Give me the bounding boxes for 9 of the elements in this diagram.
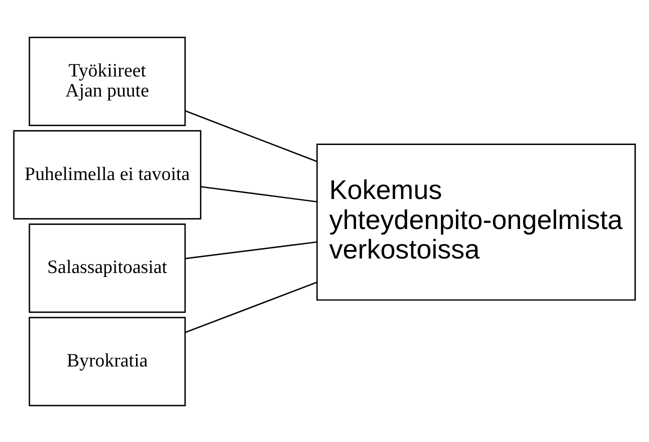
- node-box: Byrokratia: [28, 316, 186, 406]
- connector: [185, 240, 318, 259]
- connector: [185, 281, 318, 332]
- connector: [200, 186, 317, 202]
- node-box: Työkiireet Ajan puute: [28, 36, 186, 126]
- connector: [185, 110, 318, 162]
- node-box: Puhelimella ei tavoita: [13, 130, 202, 219]
- node-box: Kokemus yhteydenpito-ongelmista verkostoissa: [316, 143, 636, 300]
- node-box: Salassapitoasiat: [28, 223, 186, 312]
